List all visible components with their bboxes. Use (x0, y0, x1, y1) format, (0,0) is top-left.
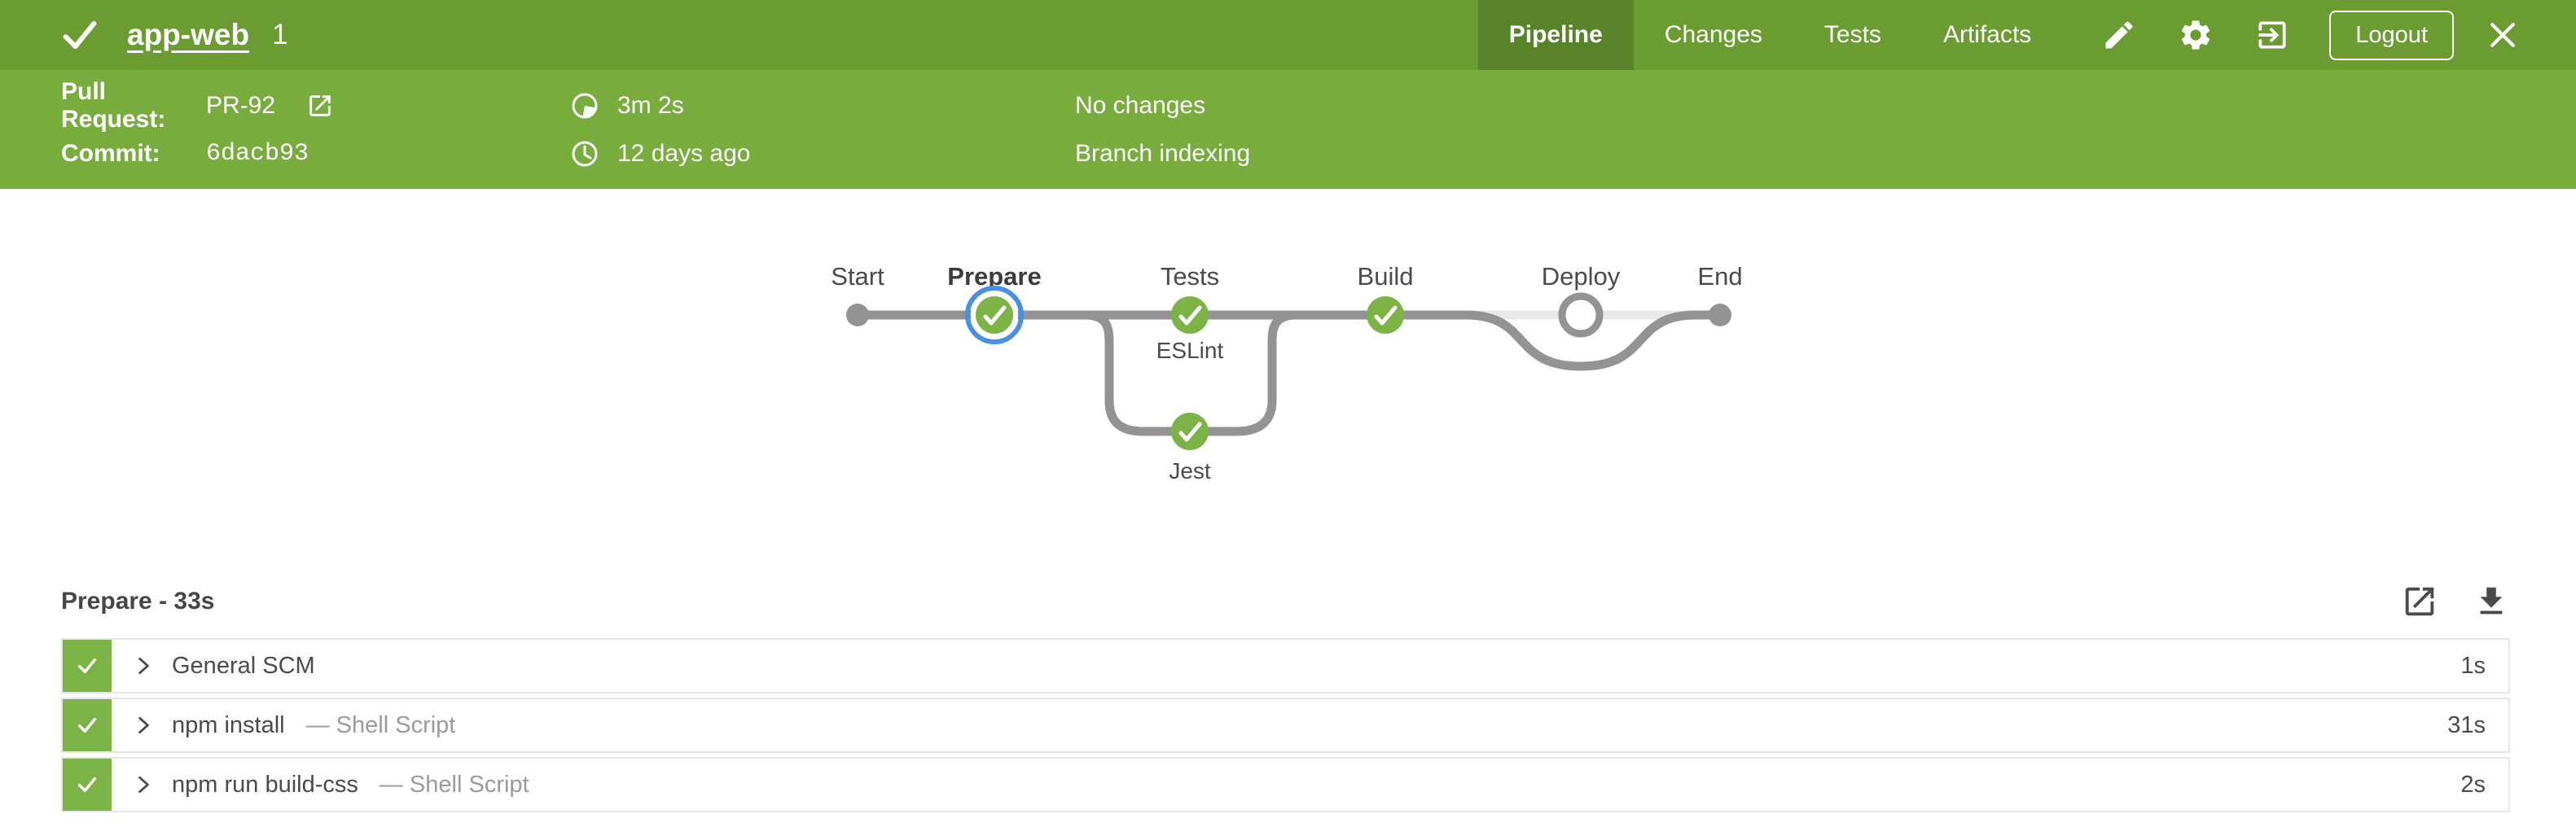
pull-request-row: Pull Request: PR-92 (61, 78, 570, 133)
header-right-controls: Pipeline Changes Tests Artifacts Logout (1477, 0, 2576, 70)
duration-row: 3m 2s (570, 88, 1075, 124)
step-name: npm install (172, 711, 285, 738)
node-prepare-selected[interactable] (965, 286, 1024, 344)
close-icon[interactable] (2483, 15, 2522, 55)
step-name: npm run build-css (172, 771, 358, 798)
clock-icon (572, 141, 598, 166)
step-row-npm-install[interactable]: npm install — Shell Script 31s (61, 698, 2510, 753)
tab-artifacts[interactable]: Artifacts (1942, 21, 2032, 48)
step-status-strip (63, 640, 112, 692)
expand-chevron-icon[interactable] (133, 655, 154, 676)
step-success-check-icon (77, 658, 97, 674)
branch-label-jest: Jest (1169, 458, 1211, 483)
expand-chevron-icon[interactable] (133, 715, 154, 736)
cause-row: Branch indexing (1075, 136, 1250, 172)
run-number: 1 (272, 19, 288, 50)
stage-steps-title: Prepare - 33s (61, 588, 215, 615)
node-start (846, 304, 869, 326)
commit-label: Commit: (61, 139, 160, 167)
step-type: — Shell Script (379, 771, 529, 798)
run-success-check-icon (63, 20, 97, 50)
stage-label-build[interactable]: Build (1358, 262, 1414, 291)
node-end (1709, 304, 1731, 326)
tab-changes[interactable]: Changes (1664, 21, 1762, 48)
changes-row: No changes (1075, 88, 1250, 124)
download-logs-icon[interactable] (2473, 583, 2510, 620)
time-ago-text: 12 days ago (617, 139, 751, 167)
expand-chevron-icon[interactable] (133, 774, 154, 795)
logout-button[interactable]: Logout (2329, 10, 2454, 60)
node-eslint[interactable] (1171, 296, 1209, 334)
info-col-source: Pull Request: PR-92 Commit: 6dacb93 (61, 70, 570, 189)
tab-pipeline[interactable]: Pipeline (1477, 0, 1634, 70)
settings-gear-icon[interactable] (2176, 15, 2215, 55)
commit-row: Commit: 6dacb93 (61, 136, 570, 172)
time-ago-row: 12 days ago (570, 136, 1075, 172)
commit-hash: 6dacb93 (206, 139, 309, 168)
step-success-check-icon (77, 777, 97, 793)
step-status-strip (63, 699, 112, 751)
edit-pencil-icon[interactable] (2100, 15, 2139, 55)
node-jest[interactable] (1171, 413, 1209, 450)
stage-label-start: Start (831, 262, 884, 291)
stage-label-deploy[interactable]: Deploy (1542, 262, 1621, 291)
stage-label-end: End (1697, 262, 1742, 291)
steps-table: General SCM 1s npm install — Shell Scrip… (61, 638, 2510, 812)
top-header-bar: app-web 1 Pipeline Changes Tests Artifac… (0, 0, 2576, 70)
branch-label-eslint: ESLint (1156, 338, 1224, 363)
stage-steps-section: Prepare - 33s General SCM 1s (61, 578, 2510, 812)
pull-request-label: Pull Request: (61, 77, 166, 133)
step-success-check-icon (77, 717, 97, 733)
step-duration: 1s (2460, 652, 2486, 679)
node-deploy[interactable] (1558, 292, 1604, 338)
step-status-strip (63, 759, 112, 811)
step-type: — Shell Script (305, 711, 456, 738)
step-name: General SCM (172, 652, 315, 679)
duration-icon (572, 93, 598, 118)
cause-text: Branch indexing (1075, 139, 1251, 167)
exit-to-app-icon[interactable] (2253, 15, 2292, 55)
run-info-bar: Pull Request: PR-92 Commit: 6dacb93 3m 2… (0, 70, 2576, 189)
open-logs-external-icon[interactable] (2401, 583, 2438, 620)
step-duration: 31s (2447, 711, 2486, 738)
node-build[interactable] (1367, 296, 1404, 334)
duration-text: 3m 2s (617, 91, 684, 119)
info-col-changes: No changes Branch indexing (1075, 70, 1250, 189)
pull-request-value: PR-92 (206, 91, 276, 119)
stage-label-tests[interactable]: Tests (1161, 262, 1219, 291)
steps-header: Prepare - 33s (61, 578, 2510, 625)
graph-bypass-curve (1465, 310, 1720, 371)
step-row-general-scm[interactable]: General SCM 1s (61, 638, 2510, 693)
tab-tests[interactable]: Tests (1823, 21, 1881, 48)
steps-header-actions (2401, 583, 2510, 620)
open-pull-request-icon[interactable] (306, 92, 334, 120)
pipeline-title-link[interactable]: app-web (127, 18, 250, 51)
step-row-npm-run-build-css[interactable]: npm run build-css — Shell Script 2s (61, 757, 2510, 812)
step-duration: 2s (2460, 771, 2486, 798)
changes-text: No changes (1075, 91, 1206, 119)
info-col-timing: 3m 2s 12 days ago (570, 70, 1075, 189)
pipeline-graph: Start Prepare Tests Build Deploy End (0, 189, 2576, 557)
